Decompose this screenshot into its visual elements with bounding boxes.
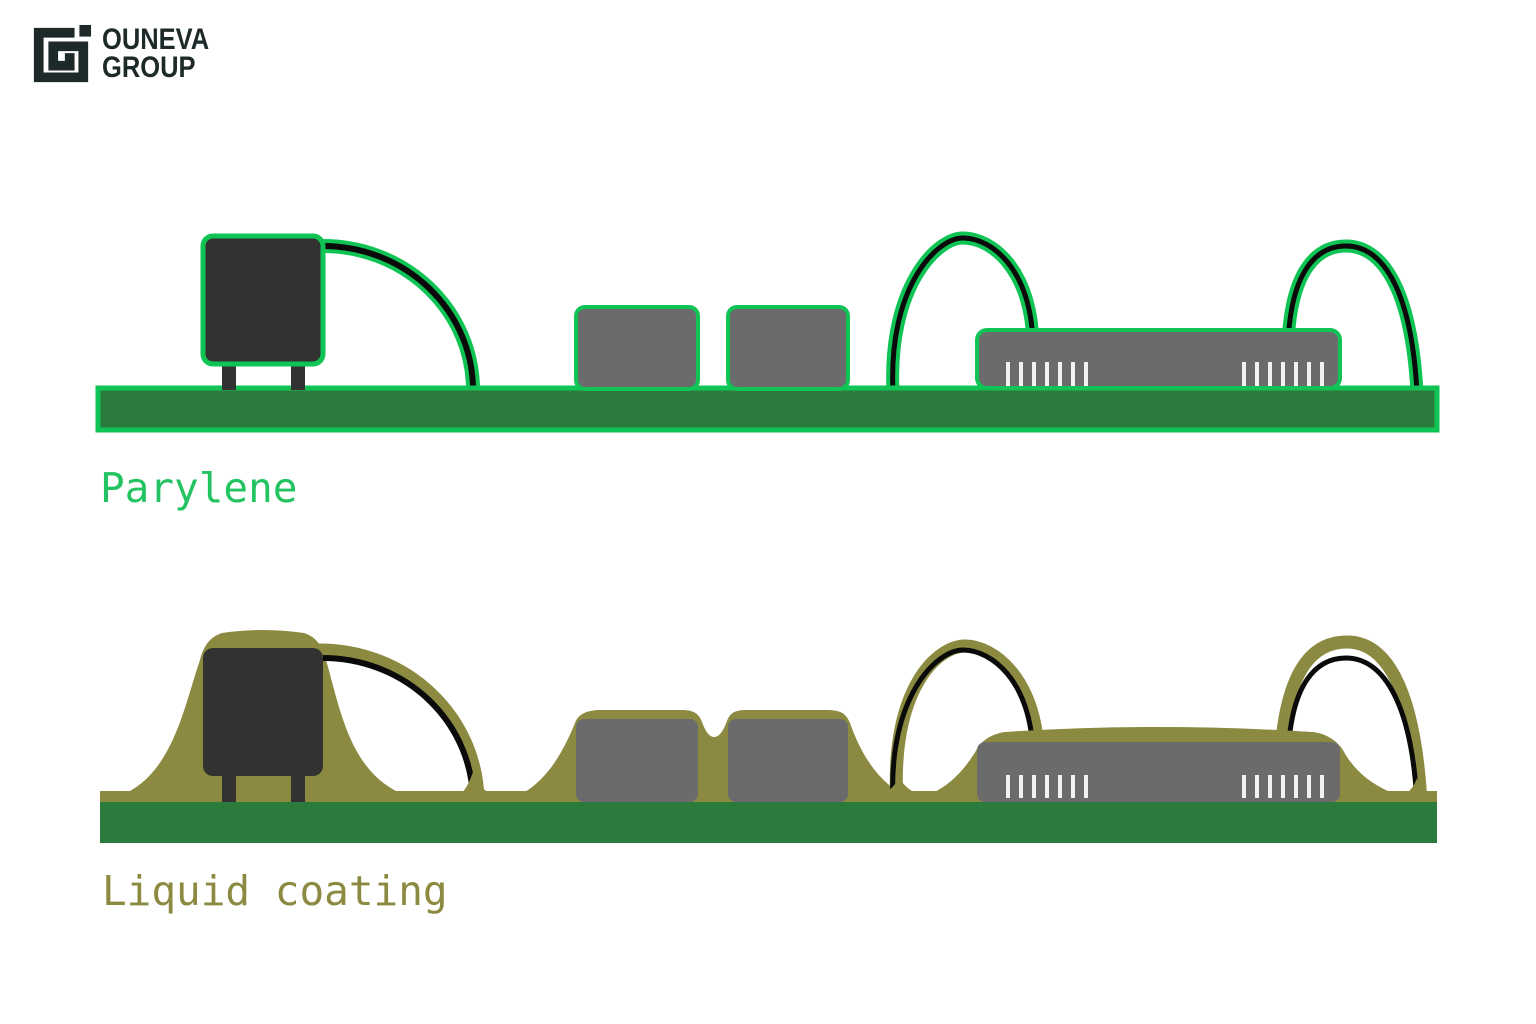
coating-chips — [497, 710, 927, 802]
smd-chip-right — [726, 305, 850, 391]
capacitor-body — [200, 233, 326, 367]
ic-pins-right — [1242, 362, 1324, 386]
capacitor-leg-right — [291, 772, 305, 802]
parylene-wire-left — [322, 239, 480, 391]
capacitor-body — [203, 648, 323, 776]
smd-chip-left — [574, 305, 700, 391]
liquid-coating-pcb-illustration — [98, 630, 1437, 843]
ic-body — [975, 328, 1342, 390]
ic-pins-left — [1006, 362, 1088, 386]
smd-chip-right — [728, 719, 848, 802]
ic-body — [977, 742, 1340, 802]
logo-text: OUNEVA GROUP — [102, 23, 210, 84]
liquid-bond-wire-left — [856, 639, 1045, 803]
liquid-board — [100, 800, 1437, 843]
parylene-bond-wire-right — [1281, 239, 1424, 393]
liquid-coating-label: Liquid coating — [102, 867, 448, 915]
logo-line1: OUNEVA — [102, 23, 210, 56]
ic-pins-right — [1242, 775, 1324, 798]
capacitor-leg-left — [222, 772, 236, 802]
ouneva-logo-icon — [33, 24, 92, 83]
parylene-board — [95, 385, 1440, 433]
parylene-label: Parylene — [100, 464, 298, 512]
logo-line2: GROUP — [102, 50, 196, 84]
parylene-bond-wire-left — [886, 231, 1040, 393]
ic-pins-left — [1006, 775, 1088, 798]
smd-chip-left — [576, 719, 698, 802]
ouneva-logo: OUNEVA GROUP — [30, 24, 228, 86]
parylene-pcb-illustration — [95, 231, 1440, 433]
